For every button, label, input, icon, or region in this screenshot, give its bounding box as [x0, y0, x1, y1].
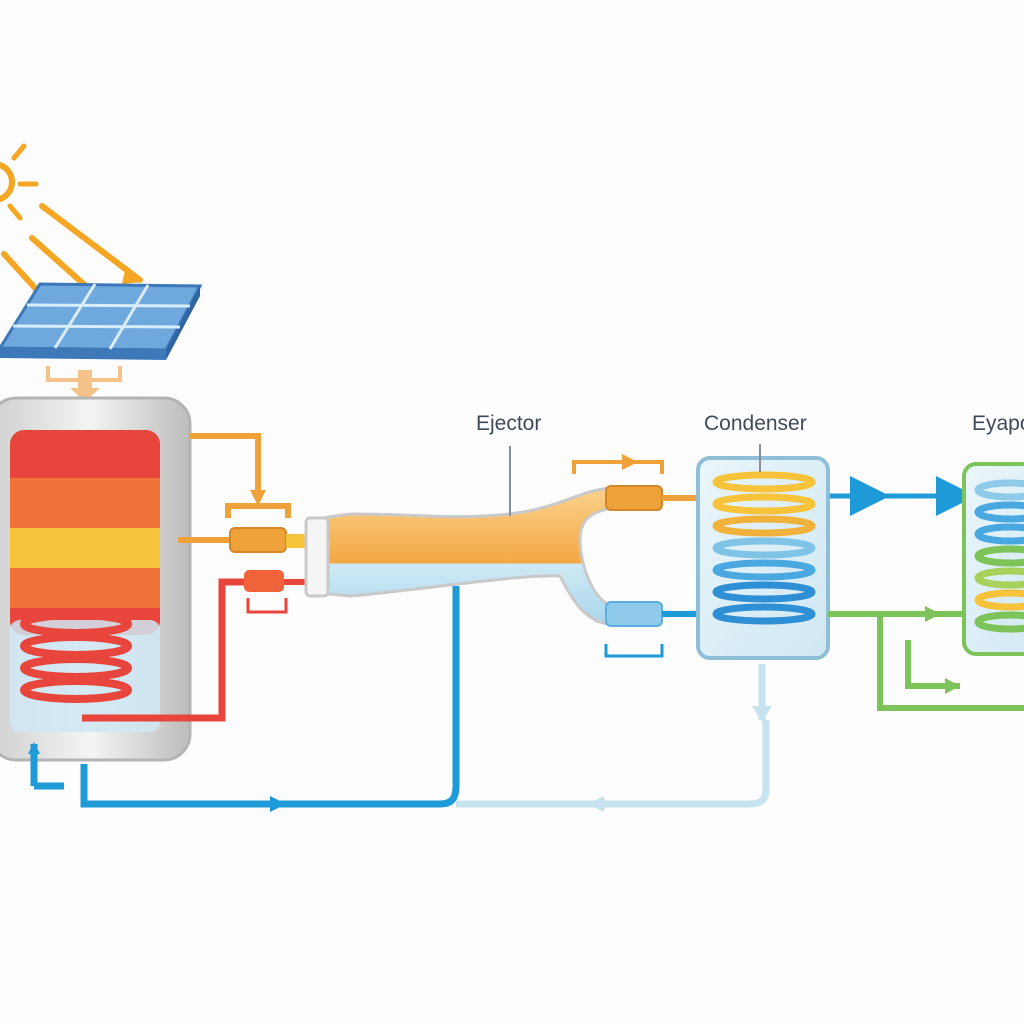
sun-icon — [0, 143, 39, 221]
ejector-to-condenser-vapor — [572, 454, 700, 511]
hot-valve — [244, 570, 284, 592]
vapor-line — [178, 433, 291, 543]
heating-coil — [20, 611, 132, 703]
cold-return-line — [28, 586, 460, 812]
solar-panel-icon — [0, 282, 203, 360]
evaporator-loop — [828, 606, 1024, 711]
evaporator-label: Eyapo — [972, 412, 1024, 435]
condenser-label: Condenser — [704, 412, 807, 435]
ejector-to-condenser-liquid — [604, 601, 700, 658]
condenser — [696, 456, 830, 660]
ejector-label: Ejector — [476, 412, 541, 435]
condensate-return-line — [456, 664, 772, 812]
panel-to-tank-arrow — [46, 366, 122, 402]
vapor-valve — [229, 527, 287, 553]
ejector — [304, 486, 614, 626]
evaporator — [962, 462, 1024, 656]
hot-return-line — [82, 578, 248, 722]
generator-tank — [0, 396, 192, 762]
